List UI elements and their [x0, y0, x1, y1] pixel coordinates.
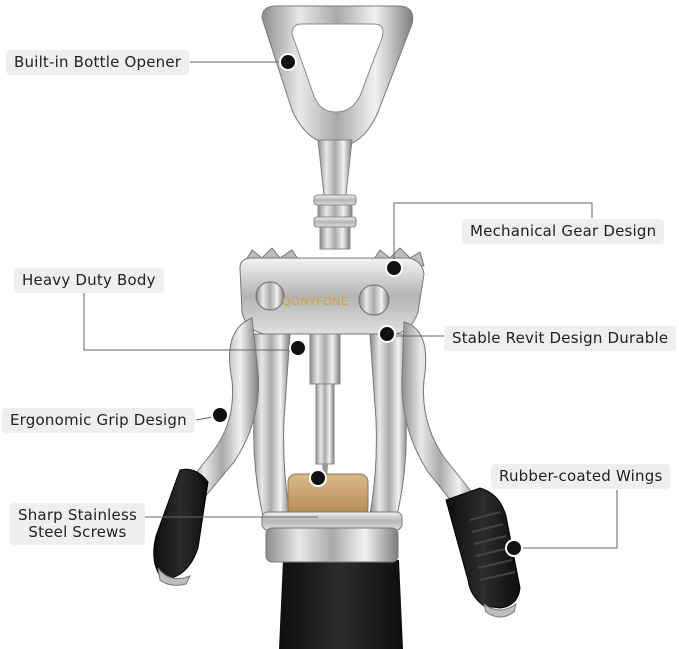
- dot-rubber-wings: [505, 539, 523, 557]
- dot-bottle-opener: [279, 53, 297, 71]
- body-frame-left: [251, 333, 291, 521]
- dot-heavy-duty: [289, 339, 307, 357]
- left-wing-rubber: [153, 468, 209, 579]
- left-wing-tip: [157, 567, 192, 586]
- right-wing-rubber: [445, 487, 521, 609]
- cork: [287, 473, 369, 517]
- base-collar-top: [261, 511, 403, 531]
- dot-gear-design: [385, 259, 403, 277]
- dot-ergonomic-grip: [211, 406, 229, 424]
- callout-lines: [83, 61, 618, 549]
- dot-rivet-design: [378, 325, 396, 343]
- screw-rod: [315, 383, 335, 465]
- bottle-neck: [279, 560, 403, 649]
- rivet-left: [255, 281, 285, 311]
- callout-screws-line-1: Sharp Stainless: [18, 506, 137, 524]
- right-arm: [401, 321, 479, 513]
- screw-shaft: [309, 333, 341, 385]
- callout-rivet-design: Stable Revit Design Durable: [444, 326, 677, 351]
- callout-screws-line-2: Steel Screws: [28, 523, 127, 541]
- callout-dots: [211, 53, 523, 557]
- callout-rubber-wings: Rubber-coated Wings: [491, 464, 671, 489]
- rivet-right: [358, 284, 390, 316]
- callout-heavy-duty: Heavy Duty Body: [14, 268, 164, 293]
- callout-gear-design: Mechanical Gear Design: [462, 219, 665, 244]
- left-arm: [185, 317, 259, 499]
- bottle-opener-hole: [291, 23, 384, 113]
- handle-stem: [317, 139, 353, 196]
- right-wing-tip: [483, 602, 517, 618]
- base-collar: [265, 527, 399, 563]
- stem-ring-1: [317, 204, 353, 218]
- dot-screws: [309, 469, 327, 487]
- stem-rod: [319, 226, 351, 250]
- callout-bottle-opener: Built-in Bottle Opener: [6, 50, 190, 75]
- stem-collar: [313, 194, 357, 206]
- stem-ring-2: [313, 216, 357, 228]
- callout-ergonomic-grip: Ergonomic Grip Design: [2, 408, 195, 433]
- brand-text: QONYFONE: [282, 295, 348, 308]
- callout-screws: Sharp Stainless Steel Screws: [10, 503, 145, 545]
- right-wing-grip-ridges: [469, 511, 516, 581]
